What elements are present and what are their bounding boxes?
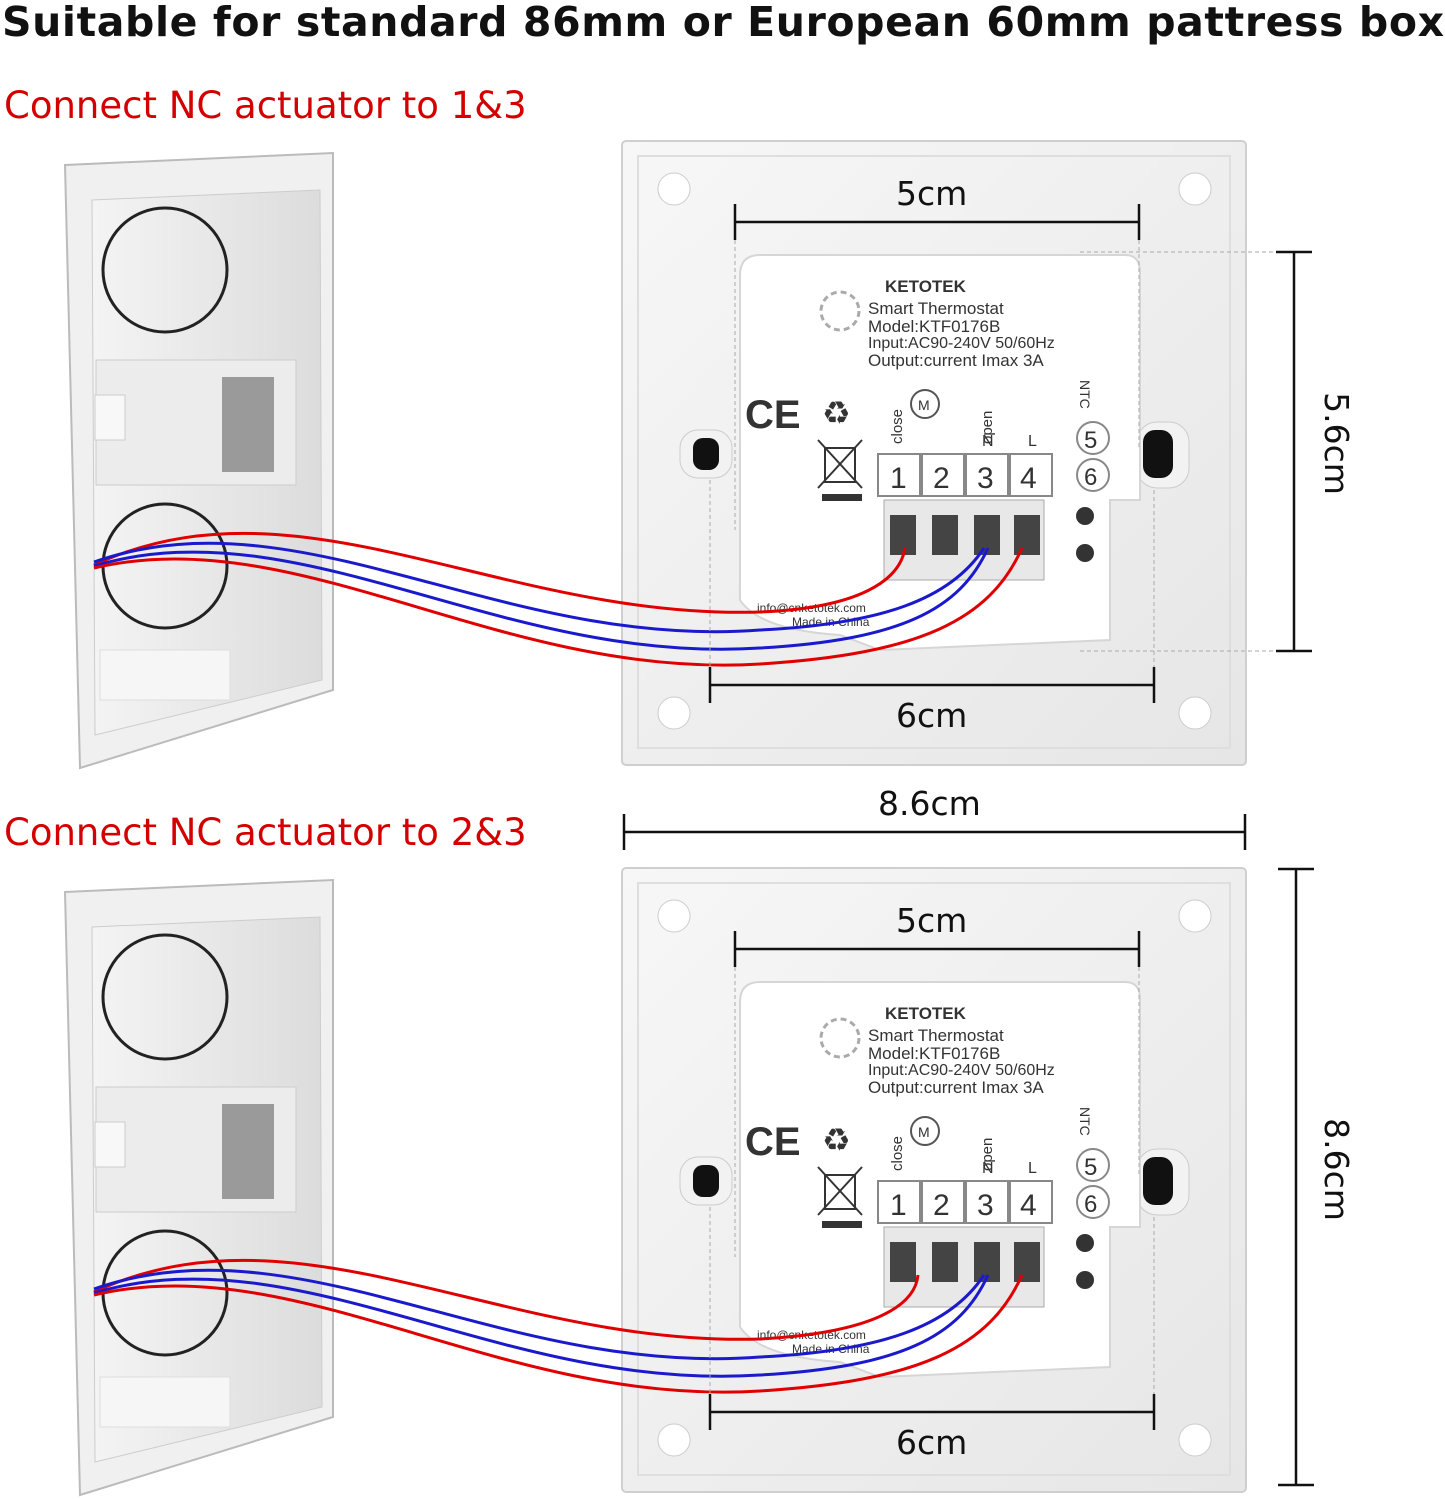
open-label: open [979, 411, 996, 444]
thermostat-plate-bottom: KETOTEK Smart Thermostat Model:KTF0176B … [621, 867, 1247, 1493]
pattress-box-bottom [63, 878, 334, 1497]
neutral-label: N [982, 1160, 994, 1177]
page-title: Suitable for standard 86mm or European 6… [2, 0, 1445, 46]
weee-bin-icon [817, 1166, 863, 1228]
live-label: L [1028, 1160, 1037, 1177]
svg-text:5: 5 [1084, 427, 1097, 454]
section-bottom: KETOTEK Smart Thermostat Model:KTF0176B … [63, 867, 1314, 1497]
ntc-label: NTC [1077, 380, 1093, 409]
svg-text:5: 5 [1084, 1154, 1097, 1181]
svg-text:6: 6 [1084, 1191, 1097, 1218]
caption-bottom: Connect NC actuator to 2&3 [4, 811, 527, 854]
svg-text:2: 2 [933, 462, 950, 495]
plate-width-dimension [622, 814, 1247, 850]
dim-top-width-1: 5cm [896, 174, 968, 213]
open-label: open [979, 1138, 996, 1171]
wires-bottom [93, 1258, 1024, 1394]
svg-text:4: 4 [1020, 462, 1037, 495]
product-label: Smart Thermostat [868, 1026, 1004, 1045]
brand-label: KETOTEK [885, 1004, 967, 1023]
svg-text:6: 6 [1084, 464, 1097, 491]
dimension-lines-top [708, 204, 1312, 703]
output-label: Output:current Imax 3A [868, 1078, 1044, 1097]
dim-plate-width: 8.6cm [878, 784, 981, 823]
svg-text:1: 1 [890, 1189, 907, 1222]
svg-text:1: 1 [890, 462, 907, 495]
ntc-label: NTC [1077, 1107, 1093, 1136]
live-label: L [1028, 433, 1037, 450]
terminal-numbers-top: 1 2 3 4 5 6 [877, 421, 1110, 497]
dim-bottom-width-2: 6cm [896, 1423, 968, 1462]
caption-top: Connect NC actuator to 1&3 [4, 84, 527, 127]
dimension-lines-bottom [708, 867, 1314, 1487]
output-label: Output:current Imax 3A [868, 351, 1044, 370]
model-label: Model:KTF0176B [868, 1044, 1000, 1063]
dim-height-2: 8.6cm [1316, 1118, 1356, 1221]
svg-text:4: 4 [1020, 1189, 1037, 1222]
model-label: Model:KTF0176B [868, 317, 1000, 336]
wiring-diagram: KETOTEK Smart Thermostat Model:KTF0176B … [63, 140, 1314, 1497]
product-label: Smart Thermostat [868, 299, 1004, 318]
dim-height-1: 5.6cm [1316, 392, 1356, 495]
input-label: Input:AC90-240V 50/60Hz [868, 1062, 1055, 1079]
motor-symbol: M [918, 1124, 930, 1140]
motor-symbol: M [918, 397, 930, 413]
input-label: Input:AC90-240V 50/60Hz [868, 335, 1055, 352]
recycle-icon: ♻ [822, 1121, 851, 1159]
section-top: KETOTEK Smart Thermostat Model:KTF0176B … [63, 140, 1312, 770]
neutral-label: N [982, 433, 994, 450]
brand-label: KETOTEK [885, 277, 967, 296]
wires-top [93, 531, 1024, 667]
svg-text:3: 3 [977, 1189, 994, 1222]
close-label: close [889, 1136, 906, 1171]
recycle-icon: ♻ [822, 394, 851, 432]
ce-mark: CE [745, 1120, 801, 1164]
svg-text:2: 2 [933, 1189, 950, 1222]
screw-terminals-bottom [883, 1226, 1094, 1308]
pattress-box-top [63, 151, 334, 770]
dim-top-width-2: 5cm [896, 901, 968, 940]
thermostat-plate-top: KETOTEK Smart Thermostat Model:KTF0176B … [621, 140, 1247, 766]
close-label: close [889, 409, 906, 444]
weee-bin-icon [817, 439, 863, 501]
dim-bottom-width-1: 6cm [896, 696, 968, 735]
svg-text:3: 3 [977, 462, 994, 495]
ce-mark: CE [745, 393, 801, 437]
terminal-numbers-bottom: 1 2 3 4 5 6 [877, 1148, 1110, 1224]
